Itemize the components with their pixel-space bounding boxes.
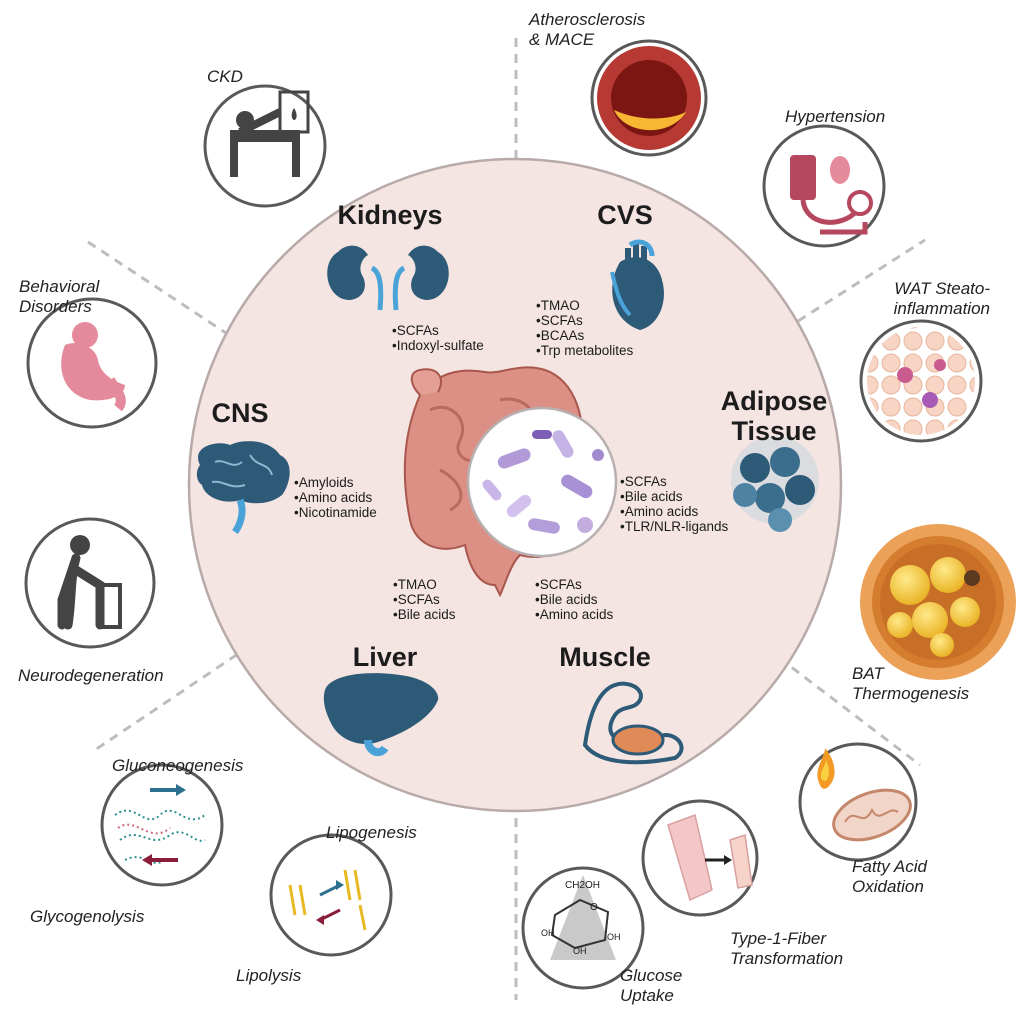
muscle-fiber-icon [667, 813, 753, 902]
glucose-label-line2: Uptake [620, 986, 674, 1005]
cns-metabolite: Amyloids [294, 475, 377, 490]
behavioral-label-line1: Behavioral [19, 277, 100, 296]
microbiome-magnified-view [466, 406, 618, 558]
muscle-arm-icon [582, 681, 684, 765]
adipose-metabolite: Amino acids [620, 504, 728, 519]
liver-title: Liver [352, 642, 418, 672]
kidneys-icon [327, 245, 449, 311]
muscle-metabolite: Bile acids [535, 592, 613, 607]
kidneys-metabolite: SCFAs [392, 323, 484, 338]
glucose-label-line1: Glucose [620, 966, 683, 985]
adipose-metabolite: TLR/NLR-ligands [620, 519, 729, 534]
glycogenolysis-label: Glycogenolysis [30, 907, 145, 926]
artery-plaque-icon [597, 46, 701, 150]
type1-label-line1: Type-1-Fiber [730, 929, 827, 948]
wat-label-line2: inflammation [893, 299, 990, 318]
behavioral-label-line2: Disorders [19, 297, 92, 316]
kidneys-metabolites: SCFAs Indoxyl-sulfate [392, 323, 484, 353]
elderly-walker-icon [57, 535, 122, 630]
liver-metabolite: TMAO [393, 577, 456, 592]
ckd-patient-icon [230, 90, 310, 177]
neurodegeneration-label: Neurodegeneration [18, 666, 164, 685]
fao-label-line2: Oxidation [852, 877, 924, 896]
cvs-metabolite: Trp metabolites [536, 343, 634, 358]
wat-label-line1: WAT Steato- [894, 279, 990, 298]
muscle-title: Muscle [559, 642, 651, 672]
hypertension-label: Hypertension [785, 107, 886, 126]
glucose-oh: OH [541, 928, 555, 938]
wat-steato-label: WAT Steato- inflammation [860, 279, 990, 319]
adipose-title-line2: Tissue [731, 416, 817, 446]
lipolysis-label: Lipolysis [236, 966, 302, 985]
cns-metabolites: Amyloids Amino acids Nicotinamide [294, 475, 377, 520]
lipogenesis-label: Lipogenesis [326, 823, 417, 842]
liver-metabolite: Bile acids [393, 607, 456, 622]
muscle-metabolites: SCFAs Bile acids Amino acids [535, 577, 614, 622]
brown-adipocyte-icon [860, 524, 1016, 680]
wat-inflammation-icon [867, 327, 975, 435]
glucose-ch2oh: CH2OH [565, 880, 601, 891]
behavioral-disorders-label: Behavioral Disorders [19, 277, 99, 317]
ckd-label: CKD [207, 67, 243, 86]
cvs-metabolite: TMAO [536, 298, 633, 313]
bat-label-line2: Thermogenesis [852, 684, 970, 703]
adipose-title: Adipose Tissue [714, 386, 834, 446]
cns-metabolite: Nicotinamide [294, 505, 377, 520]
fatty-acid-oxidation-label: Fatty Acid Oxidation [852, 857, 927, 897]
cvs-metabolites: TMAO SCFAs BCAAs Trp metabolites [536, 298, 634, 358]
muscle-metabolite: Amino acids [535, 607, 614, 622]
lipid-molecules-icon [288, 869, 367, 931]
brain-icon [196, 441, 290, 535]
muscle-metabolite: SCFAs [535, 577, 613, 592]
liver-metabolites: TMAO SCFAs Bile acids [393, 577, 456, 622]
atherosclerosis-label-line1: Atherosclerosis [529, 10, 646, 29]
adipose-tissue-icon [731, 436, 819, 532]
glycogen-network-icon [114, 784, 206, 866]
behavioral-figure-icon [61, 322, 126, 412]
cvs-title: CVS [597, 200, 653, 230]
adipose-metabolites: SCFAs Bile acids Amino acids TLR/NLR-lig… [620, 474, 729, 534]
glucose-ring-oxygen: O [590, 902, 598, 913]
cns-title: CNS [211, 398, 269, 428]
cns-metabolite: Amino acids [294, 490, 377, 505]
cvs-metabolite: SCFAs [536, 313, 633, 328]
atherosclerosis-label: Atherosclerosis & MACE [529, 10, 645, 50]
kidneys-metabolite: Indoxyl-sulfate [392, 338, 484, 353]
adipose-title-line1: Adipose [720, 386, 828, 416]
glucose-molecule-icon [550, 875, 616, 960]
type1-fiber-label: Type-1-Fiber Transformation [730, 929, 843, 969]
blood-pressure-icon [790, 155, 873, 235]
cvs-metabolite: BCAAs [536, 328, 633, 343]
liver-metabolite: SCFAs [393, 592, 456, 607]
adipose-metabolite: SCFAs [620, 474, 728, 489]
type1-label-line2: Transformation [730, 949, 844, 968]
gluconeogenesis-label: Gluconeogenesis [112, 756, 244, 775]
fao-label-line1: Fatty Acid [852, 857, 927, 876]
mitochondria-flame-icon [817, 748, 912, 842]
glucose-uptake-label: Glucose Uptake [620, 966, 682, 1006]
bat-label-line1: BAT [852, 664, 884, 683]
kidneys-title: Kidneys [337, 200, 443, 230]
adipose-metabolite: Bile acids [620, 489, 728, 504]
bat-thermogenesis-label: BAT Thermogenesis [852, 664, 969, 704]
liver-icon [323, 673, 439, 757]
atherosclerosis-label-line2: & MACE [529, 30, 595, 49]
glucose-oh: OH [607, 932, 621, 942]
glucose-oh: OH [573, 946, 587, 956]
